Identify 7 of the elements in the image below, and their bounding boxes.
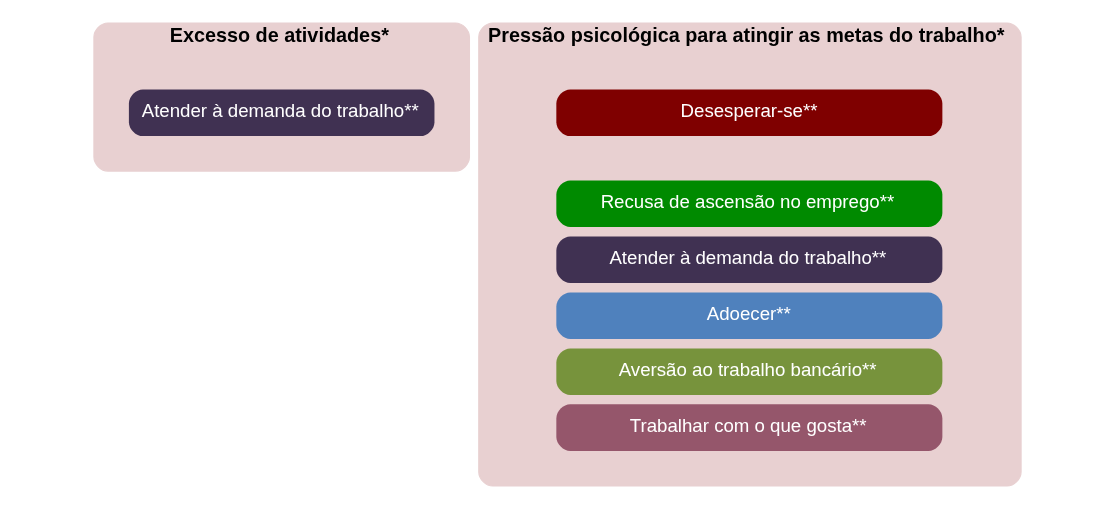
node-box: Atender à demanda do trabalho** bbox=[128, 88, 434, 136]
node-box: Trabalhar com o que gosta** bbox=[555, 403, 942, 451]
node-box: Desesperar-se** bbox=[555, 88, 942, 136]
node-box: Aversão ao trabalho bancário** bbox=[555, 347, 942, 395]
node-box: Adoecer** bbox=[555, 291, 942, 339]
node-box: Recusa de ascensão no emprego** bbox=[555, 179, 942, 227]
node-box: Atender à demanda do trabalho** bbox=[555, 235, 942, 283]
